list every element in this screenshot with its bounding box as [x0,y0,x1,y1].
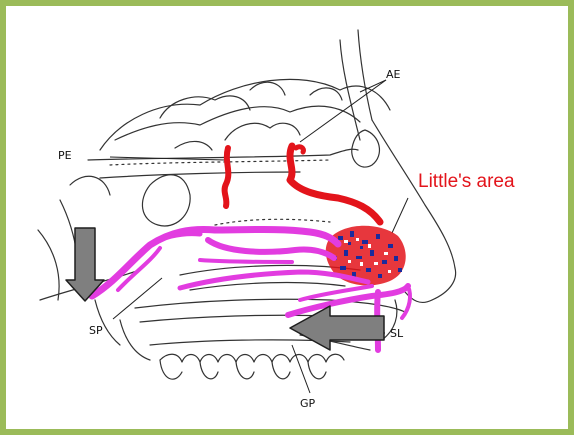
label-ae: AE [386,68,401,81]
littles-area-title: Little's area [418,171,515,192]
label-sp: SP [89,324,103,337]
label-sl: SL [390,327,404,340]
label-pe: PE [58,149,72,162]
label-gp: GP [300,397,316,410]
